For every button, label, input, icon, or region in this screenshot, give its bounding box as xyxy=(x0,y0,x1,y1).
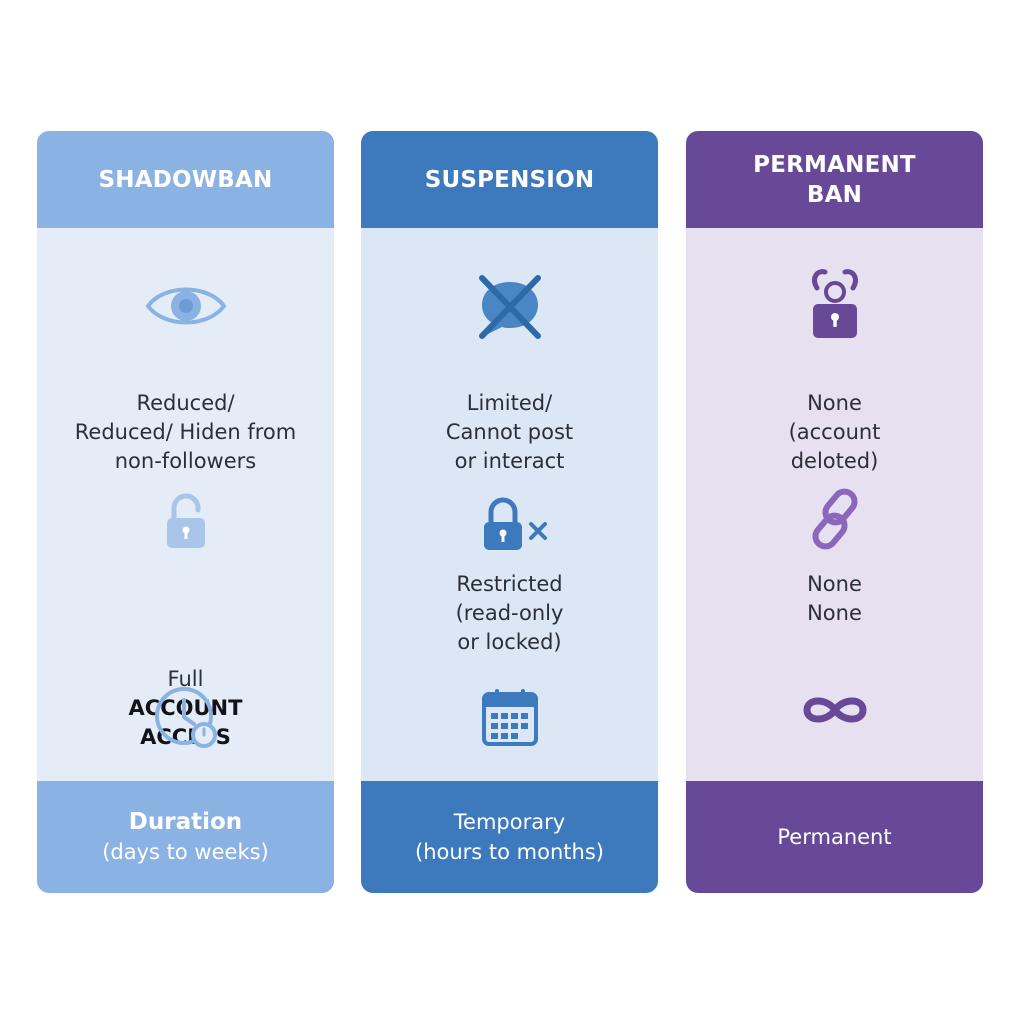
clock-timer-icon xyxy=(154,687,217,748)
shadowban-visibility-text: Reduced/ Reduced/ Hiden from non-followe… xyxy=(74,391,297,473)
shadowban-body: Reduced/ Reduced/ Hiden from non-followe… xyxy=(37,228,334,781)
shadowban-header: SHADOWBAN xyxy=(37,131,334,228)
permanent-ban-body: None (account deloted) None None xyxy=(686,228,983,781)
calendar-icon xyxy=(481,689,538,746)
shadowban-column: SHADOWBAN Reduced/ Reduced/ Hiden from n… xyxy=(37,131,334,893)
permanent-ban-title-line-2: BAN xyxy=(806,181,863,208)
permanent-ban-access-text: None None xyxy=(807,572,862,625)
permanent-ban-visibility-text: None (account deloted) xyxy=(788,391,881,473)
suspension-title: SUSPENSION xyxy=(424,166,595,193)
permanent-ban-column: PERMANENT BAN None (account deloted) Non… xyxy=(686,131,983,893)
suspension-footer: Temporary (hours to months) xyxy=(361,781,658,893)
suspension-body: Limited/ Cannot post or interact Restric… xyxy=(361,228,658,781)
crossed-out-chat-icon xyxy=(478,275,541,339)
padlock-x-icon xyxy=(483,497,547,550)
suspension-header: SUSPENSION xyxy=(361,131,658,228)
chain-link-icon xyxy=(812,488,857,550)
suspension-visibility-text: Limited/ Cannot post or interact xyxy=(445,391,574,473)
permanent-ban-header: PERMANENT BAN xyxy=(686,131,983,228)
shadowban-footer: Duration (days to weeks) xyxy=(37,781,334,893)
broken-padlock-icon xyxy=(811,269,858,338)
suspension-column: SUSPENSION Limited/ Cannot post or inter… xyxy=(361,131,658,893)
infinity-icon xyxy=(802,697,867,723)
unlocked-padlock-icon xyxy=(166,493,205,548)
eye-icon xyxy=(145,287,226,325)
permanent-ban-title-line-1: PERMANENT xyxy=(753,151,916,178)
suspension-access-text: Restricted (read-only or locked) xyxy=(455,572,564,654)
permanent-ban-footer: Permanent xyxy=(686,781,983,893)
shadowban-title: SHADOWBAN xyxy=(98,166,273,193)
